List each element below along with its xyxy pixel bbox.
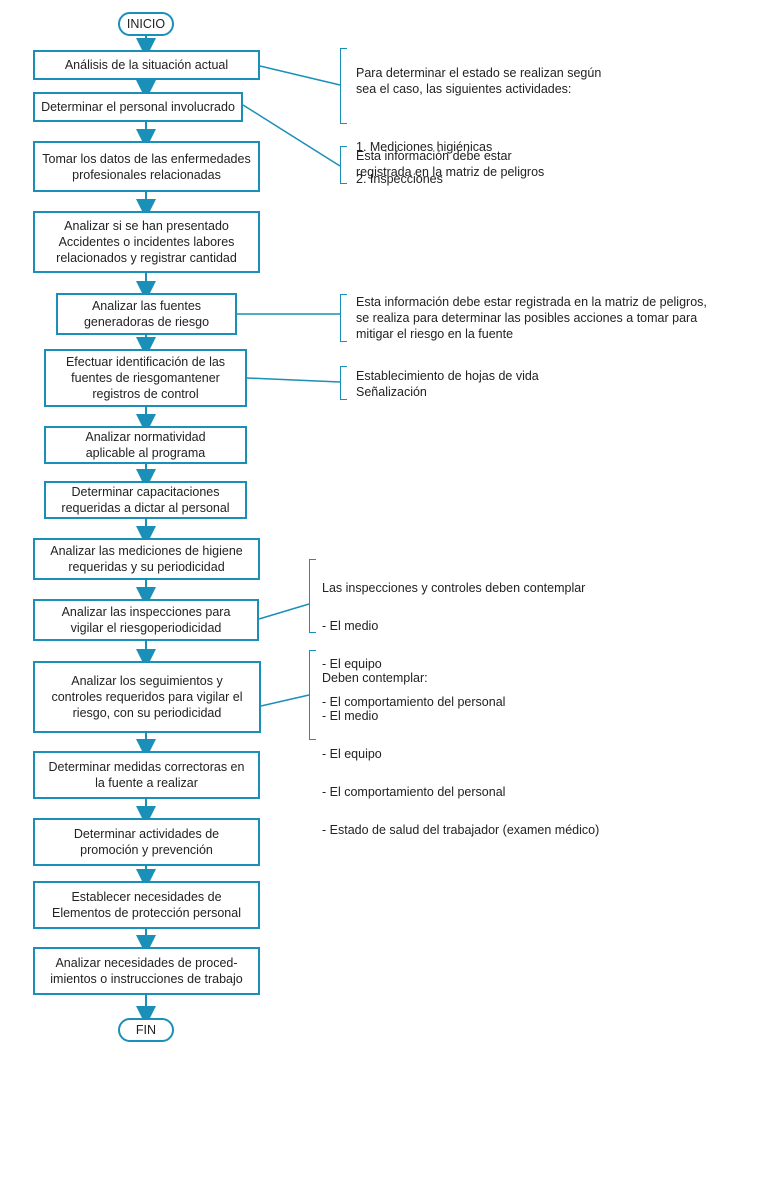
step-hygiene-measurements: Analizar las mediciones de higiene reque… bbox=[33, 538, 260, 580]
end-terminal: FIN bbox=[118, 1018, 174, 1042]
note-1-item: 2. Inspecciones bbox=[356, 172, 443, 186]
note-5-bracket bbox=[309, 559, 316, 633]
note-5-item: - El comportamiento del personal bbox=[322, 695, 506, 709]
note-register-matrix: Esta información debe estar registrada e… bbox=[356, 149, 545, 179]
step-situation-analysis: Análisis de la situación actual bbox=[33, 50, 260, 80]
start-terminal: INICIO bbox=[118, 12, 174, 36]
step-identification: Efectuar identificación de las fuentes d… bbox=[44, 349, 247, 407]
note-5-item: - El medio bbox=[322, 619, 379, 633]
note-5-item: - El equipo bbox=[322, 657, 382, 671]
note-6-leader bbox=[260, 694, 310, 707]
note-life-sheets: Establecimiento de hojas de vida Señaliz… bbox=[356, 369, 539, 399]
note-6-bracket bbox=[309, 650, 316, 740]
step-risk-sources: Analizar las fuentes generadoras de ries… bbox=[56, 293, 237, 335]
step-procedures: Analizar necesidades de proced- imientos… bbox=[33, 947, 260, 995]
note-5-intro: Las inspecciones y controles deben conte… bbox=[322, 581, 586, 595]
step-training: Determinar capacitaciones requeridas a d… bbox=[44, 481, 247, 519]
note-2-bracket bbox=[340, 146, 347, 184]
step-inspections: Analizar las inspecciones para vigilar e… bbox=[33, 599, 259, 641]
note-3-bracket bbox=[340, 294, 347, 342]
note-follow-up-content: Deben contemplar: - El medio - El equipo… bbox=[322, 650, 599, 859]
note-6-item: - El medio bbox=[322, 709, 379, 723]
step-protection-elements: Establecer necesidades de Elementos de p… bbox=[33, 881, 260, 929]
note-1-bracket bbox=[340, 48, 347, 124]
note-6-intro: Deben contemplar: bbox=[322, 671, 428, 685]
step-corrective-measures: Determinar medidas correctoras en la fue… bbox=[33, 751, 260, 799]
note-1-intro: Para determinar el estado se realizan se… bbox=[356, 66, 602, 96]
note-register-actions: Esta información debe estar registrada e… bbox=[356, 295, 707, 341]
note-5-leader bbox=[258, 603, 310, 620]
note-measurement-activities: Para determinar el estado se realizan se… bbox=[356, 49, 601, 203]
step-diseases-data: Tomar los datos de las enfermedades prof… bbox=[33, 141, 260, 192]
step-follow-up: Analizar los seguimientos y controles re… bbox=[33, 661, 261, 733]
step-regulation: Analizar normatividad aplicable al progr… bbox=[44, 426, 247, 464]
note-6-item: - El equipo bbox=[322, 747, 382, 761]
step-accidents: Analizar si se han presentado Accidentes… bbox=[33, 211, 260, 273]
note-inspections-content: Las inspecciones y controles deben conte… bbox=[322, 560, 585, 731]
note-6-item: - Estado de salud del trabajador (examen… bbox=[322, 823, 600, 837]
step-personnel: Determinar el personal involucrado bbox=[33, 92, 243, 122]
note-6-item: - El comportamiento del personal bbox=[322, 785, 506, 799]
note-2-leader bbox=[242, 104, 341, 167]
note-1-leader bbox=[259, 65, 341, 86]
note-1-item: 1. Mediciones higiénicas bbox=[356, 140, 493, 154]
note-4-bracket bbox=[340, 366, 347, 400]
note-4-leader bbox=[246, 377, 341, 383]
step-promotion: Determinar actividades de promoción y pr… bbox=[33, 818, 260, 866]
